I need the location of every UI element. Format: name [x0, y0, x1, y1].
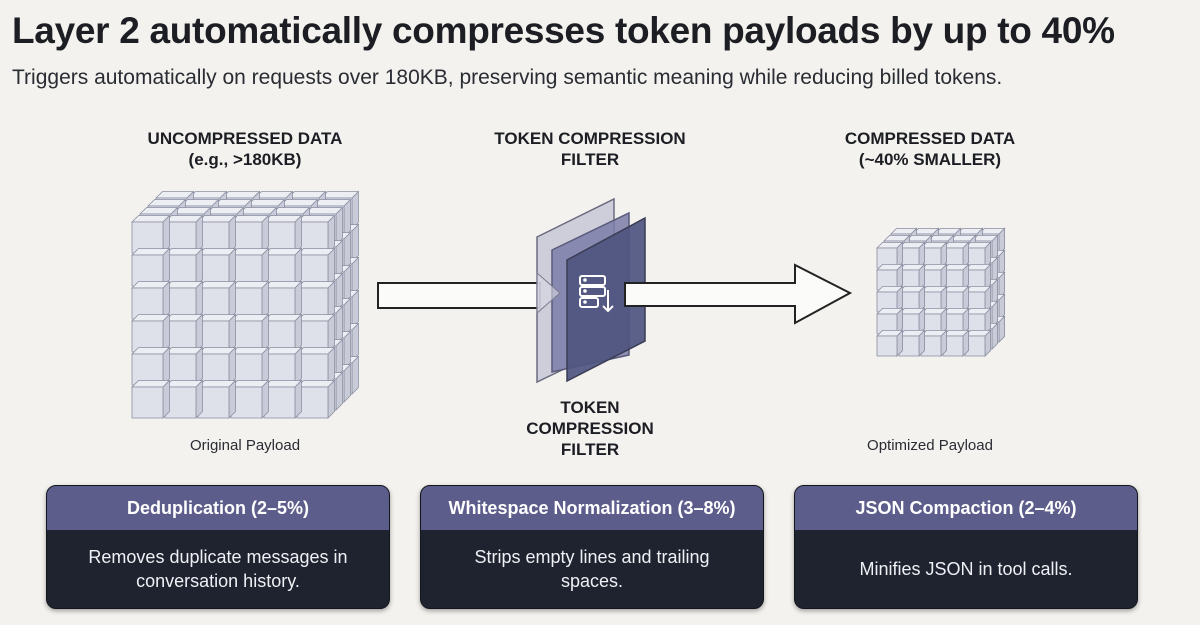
card-whitespace-normalization: Whitespace Normalization (3–8%) Strips e… — [420, 485, 764, 609]
uncompressed-label: UNCOMPRESSED DATA (e.g., >180KB) — [110, 128, 380, 170]
card-body: Strips empty lines and trailing spaces. — [474, 547, 710, 591]
card-deduplication: Deduplication (2–5%) Removes duplicate m… — [46, 485, 390, 609]
data-block — [228, 247, 236, 287]
data-block — [261, 379, 269, 419]
data-block — [343, 231, 351, 271]
server-download-icon — [579, 275, 614, 313]
data-block — [327, 379, 335, 419]
data-block — [327, 346, 335, 386]
data-block — [131, 386, 164, 419]
data-block — [343, 363, 351, 403]
original-payload-caption: Original Payload — [189, 437, 301, 454]
compressed-data-cube — [876, 227, 1006, 357]
optimized-payload-caption: Optimized Payload — [867, 437, 993, 454]
data-block — [195, 346, 203, 386]
data-block — [335, 371, 343, 411]
data-block — [343, 330, 351, 370]
filter-label-top-line2: FILTER — [560, 150, 620, 169]
data-block — [162, 247, 170, 287]
data-block — [162, 313, 170, 353]
data-block — [195, 313, 203, 353]
data-block — [228, 280, 236, 320]
data-block — [335, 305, 343, 345]
data-block — [335, 338, 343, 378]
uncompressed-label-line1: UNCOMPRESSED DATA — [147, 129, 343, 148]
filter-label-top-line1: TOKEN COMPRESSION — [494, 129, 686, 148]
data-block — [327, 280, 335, 320]
data-block — [351, 289, 359, 329]
data-block — [294, 280, 302, 320]
compressed-label-line2: (~40% SMALLER) — [858, 150, 1002, 169]
data-block — [261, 280, 269, 320]
data-block — [343, 264, 351, 304]
data-block — [351, 256, 359, 296]
filter-label-top: TOKEN COMPRESSION FILTER — [460, 128, 720, 170]
data-block — [228, 346, 236, 386]
data-block — [351, 190, 359, 230]
data-block — [294, 247, 302, 287]
data-block — [343, 297, 351, 337]
data-block — [162, 346, 170, 386]
input-arrow — [377, 282, 541, 309]
data-block — [261, 247, 269, 287]
data-block — [195, 280, 203, 320]
data-block — [351, 355, 359, 395]
data-block — [294, 214, 302, 254]
data-block — [228, 214, 236, 254]
data-block — [228, 313, 236, 353]
data-block — [261, 214, 269, 254]
page-subtitle: Triggers automatically on requests over … — [12, 66, 1003, 89]
filter-panel-front — [566, 216, 646, 383]
data-block — [294, 346, 302, 386]
data-block — [351, 322, 359, 362]
filter-label-bottom-line2: COMPRESSION — [526, 419, 654, 438]
data-block — [162, 280, 170, 320]
data-block — [327, 313, 335, 353]
data-block — [261, 346, 269, 386]
data-block — [228, 379, 236, 419]
data-block — [294, 313, 302, 353]
data-block — [876, 335, 898, 357]
data-block — [195, 379, 203, 419]
data-block — [351, 223, 359, 263]
compressed-label-line1: COMPRESSED DATA — [844, 129, 1016, 148]
output-arrow — [624, 263, 853, 325]
data-block — [327, 214, 335, 254]
data-block — [294, 379, 302, 419]
card-body: Removes duplicate messages in conversati… — [88, 547, 348, 591]
uncompressed-label-line2: (e.g., >180KB) — [188, 150, 302, 169]
data-block — [162, 214, 170, 254]
filter-label-bottom: TOKEN COMPRESSION FILTER — [460, 397, 720, 460]
card-title: Whitespace Normalization (3–8%) — [421, 486, 763, 530]
data-block — [335, 239, 343, 279]
data-block — [195, 247, 203, 287]
filter-label-bottom-line3: FILTER — [560, 440, 620, 459]
page-title: Layer 2 automatically compresses token p… — [12, 10, 1115, 51]
arrow-tip-through-filter — [536, 271, 561, 315]
compressed-label: COMPRESSED DATA (~40% SMALLER) — [800, 128, 1060, 170]
card-body: Minifies JSON in tool calls. — [859, 559, 1073, 579]
filter-label-bottom-line1: TOKEN — [560, 398, 620, 417]
data-block — [335, 206, 343, 246]
card-json-compaction: JSON Compaction (2–4%) Minifies JSON in … — [794, 485, 1138, 609]
data-block — [162, 379, 170, 419]
data-block — [195, 214, 203, 254]
card-title: Deduplication (2–5%) — [47, 486, 389, 530]
uncompressed-data-cube — [131, 190, 360, 419]
data-block — [335, 272, 343, 312]
data-block — [327, 247, 335, 287]
data-block — [261, 313, 269, 353]
data-block — [343, 198, 351, 238]
card-title: JSON Compaction (2–4%) — [795, 486, 1137, 530]
